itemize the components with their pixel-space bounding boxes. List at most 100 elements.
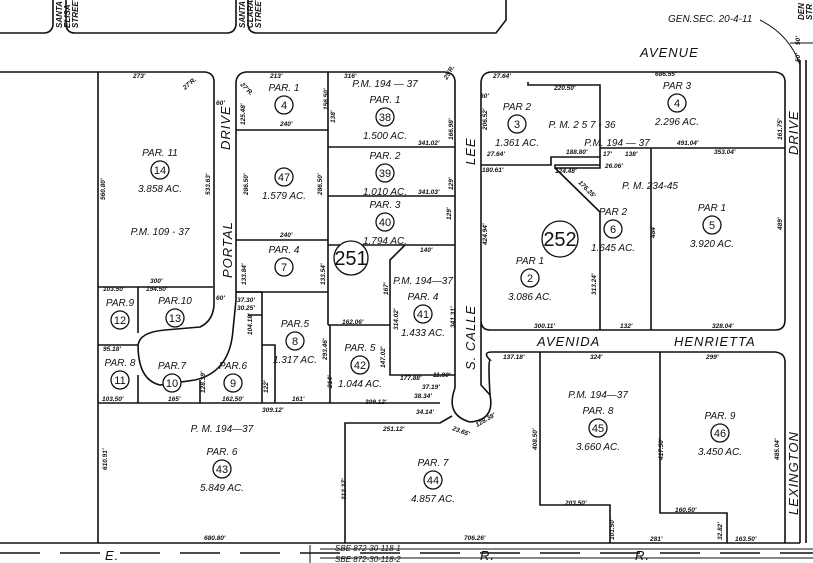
parcel-number: 39 bbox=[379, 168, 391, 180]
parcel-acres: 3.660 AC. bbox=[576, 442, 620, 453]
block-circle-252 bbox=[541, 220, 579, 258]
dimension-label: 309.12' bbox=[262, 407, 284, 414]
dimension-label: 251.12' bbox=[382, 426, 405, 433]
dimension-label: 281' bbox=[649, 536, 663, 543]
railroad-r: R. bbox=[635, 548, 650, 563]
parcel-circle bbox=[223, 373, 243, 393]
parcel-circle bbox=[162, 373, 182, 393]
dimension-label: 27'R. bbox=[238, 81, 255, 98]
parcel-par: PAR.5 bbox=[281, 319, 310, 330]
dimension-label: 50' bbox=[795, 53, 802, 62]
dimension-label: 299' bbox=[705, 354, 719, 361]
parcel-circle bbox=[667, 93, 687, 113]
parcel-number: 4 bbox=[281, 100, 287, 112]
parcel-acres: 1.044 AC. bbox=[338, 379, 382, 390]
dimension-label: 300.11' bbox=[534, 323, 555, 330]
dimension-label: 706.26' bbox=[464, 535, 486, 542]
parcel-circle bbox=[507, 114, 527, 134]
dimension-label: 11.80' bbox=[433, 372, 451, 379]
dimension-label: 124.48' bbox=[555, 168, 577, 175]
parcel-par: PAR 1 bbox=[698, 203, 726, 214]
parcel-par: PAR. 8 bbox=[105, 358, 136, 369]
parcel-circle bbox=[274, 167, 294, 187]
dimension-label: 129' bbox=[446, 207, 453, 220]
parcel-par: PAR.9 bbox=[106, 298, 135, 309]
parcel-number: 11 bbox=[114, 375, 125, 387]
parcel-circle bbox=[110, 310, 130, 330]
dimension-label: 313.24' bbox=[591, 273, 598, 295]
dimension-label: 34.14' bbox=[416, 409, 434, 416]
parcel-circle bbox=[423, 470, 443, 490]
gen-sec-label: GEN.SEC. 20-4-11 bbox=[668, 14, 752, 25]
railroad-r: R. bbox=[480, 548, 495, 563]
dimension-label: 484' bbox=[650, 225, 657, 239]
parcel-circle bbox=[212, 459, 232, 479]
parcel-number: 42 bbox=[354, 360, 366, 372]
parcel-acres: 2.296 AC. bbox=[654, 117, 699, 128]
parcel-plat-map: P.M. 109 - 37 bbox=[131, 227, 190, 238]
parcel-number: 43 bbox=[216, 464, 228, 476]
dimension-label: 50' bbox=[795, 36, 802, 45]
street-den: STR bbox=[805, 4, 813, 20]
parcel-number: 13 bbox=[169, 313, 181, 325]
parcel-par: PAR. 9 bbox=[705, 411, 736, 422]
dimension-label: 30.25' bbox=[237, 305, 255, 312]
dimension-label: 341.02' bbox=[418, 140, 440, 147]
parcel-number: 4 bbox=[674, 98, 680, 110]
dimension-label: 188.80' bbox=[566, 149, 588, 156]
parcel-par: PAR. 4 bbox=[269, 245, 300, 256]
parcel-acres: 3.086 AC. bbox=[508, 292, 552, 303]
parcel-circle bbox=[413, 304, 433, 324]
dimension-label: 128.38' bbox=[475, 412, 497, 429]
dimension-label: 293.46' bbox=[322, 338, 329, 361]
street-santa-clara: STREET bbox=[254, 0, 263, 28]
parcel-par: PAR 3 bbox=[663, 81, 692, 92]
dimension-labels: 273'27'R.560.80'533.63'300'213'27'R.125.… bbox=[100, 36, 802, 543]
parcel-circle bbox=[603, 219, 623, 239]
dimension-label: 161.75' bbox=[777, 118, 784, 140]
parcel-acres: 1.433 AC. bbox=[401, 328, 445, 339]
parcel-circle bbox=[375, 107, 395, 127]
parcel-plat-map: P.M. 194 — 37 bbox=[352, 79, 418, 90]
parcel-circle bbox=[350, 355, 370, 375]
parcel-par: PAR. 6 bbox=[207, 447, 238, 458]
parcel-acres: 1.579 AC. bbox=[262, 191, 306, 202]
dimension-label: 162.06' bbox=[342, 319, 364, 326]
street-portal-drive: DRIVE bbox=[218, 105, 233, 150]
dimension-label: 206.52' bbox=[482, 108, 489, 131]
street-santa-elisa: ELISA bbox=[63, 4, 72, 28]
parcel-acres: 1.645 AC. bbox=[591, 243, 635, 254]
dimension-label: 341.31' bbox=[450, 306, 457, 328]
sbe-label: SBE 872-30-118-2 bbox=[335, 555, 401, 563]
parcel-circle bbox=[165, 308, 185, 328]
dimension-label: 610.91' bbox=[102, 448, 109, 470]
dimension-label: 27.64' bbox=[492, 73, 511, 80]
parcel-number: 6 bbox=[610, 224, 616, 236]
parcel-number: 44 bbox=[427, 475, 439, 487]
street-santa-clara: CLARA bbox=[246, 0, 255, 28]
dimension-label: 162.50' bbox=[222, 396, 244, 403]
parcel-circle bbox=[274, 95, 294, 115]
street-lee: LEE bbox=[463, 137, 478, 165]
parcel-circle bbox=[150, 160, 170, 180]
dimension-label: 485.04' bbox=[774, 438, 781, 461]
dimension-label: 60' bbox=[480, 93, 489, 100]
dimension-label: 533.63' bbox=[205, 173, 212, 195]
parcel-number: 40 bbox=[379, 217, 391, 229]
dimension-label: 324' bbox=[590, 354, 603, 361]
dimension-label: 128.39' bbox=[200, 371, 207, 393]
parcel-number: 46 bbox=[714, 428, 726, 440]
dimension-label: 491.04' bbox=[676, 140, 699, 147]
parcel-acres: 3.920 AC. bbox=[690, 239, 734, 250]
street-santa-elisa: STREET bbox=[71, 0, 80, 28]
dimension-label: 95.18' bbox=[103, 346, 121, 353]
parcel-acres: 5.849 AC. bbox=[200, 483, 244, 494]
dimension-label: 103.50' bbox=[103, 286, 125, 293]
parcel-par: PAR. 4 bbox=[408, 292, 439, 303]
dimension-label: 309.12' bbox=[365, 399, 387, 406]
parcel-number: 8 bbox=[292, 336, 298, 348]
parcel-acres: 4.857 AC. bbox=[411, 494, 455, 505]
dimension-label: 147.02' bbox=[380, 346, 387, 368]
